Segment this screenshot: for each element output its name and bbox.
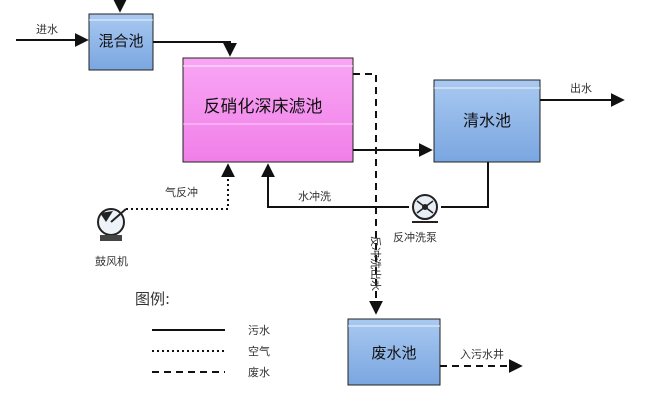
backwash-wastewater-label: 反冲洗出水 (369, 236, 383, 291)
clear-to-pump-line (441, 162, 489, 208)
blower-icon (97, 208, 127, 241)
backwash-pump-label: 反冲洗泵 (393, 230, 437, 244)
outlet-label: 出水 (570, 81, 592, 95)
waste-water-tank-label: 废水池 (371, 344, 416, 362)
filter-tank: 反硝化深床滤池 (182, 57, 354, 163)
air-backwash-line (126, 163, 235, 210)
water-backwash-label: 水冲洗 (298, 189, 331, 203)
blower-label: 鼓风机 (95, 254, 128, 268)
clear-water-tank: 清水池 (433, 79, 541, 163)
legend-title: 图例: (135, 290, 170, 308)
legend: 图例: 污水 空气 废水 (135, 290, 270, 379)
legend-item-waste: 废水 (248, 365, 270, 379)
legend-item-sewage: 污水 (248, 324, 270, 337)
mix-tank-label: 混合池 (98, 32, 143, 50)
to-sewer-label: 入污水井 (460, 347, 504, 361)
water-backwash-arrow (261, 163, 409, 208)
waste-water-tank: 废水池 (347, 318, 441, 386)
mix-to-filter-arrow (153, 41, 237, 57)
backwash-wastewater-line (353, 73, 383, 315)
inlet-label: 进水 (36, 23, 58, 36)
legend-item-air: 空气 (248, 344, 270, 358)
sewage-lines (16, 0, 625, 208)
mix-tank: 混合池 (88, 13, 154, 71)
clear-water-tank-label: 清水池 (463, 111, 511, 130)
filter-tank-label: 反硝化深床滤池 (204, 97, 323, 117)
backwash-pump-icon (412, 194, 438, 223)
air-backwash-label: 气反冲 (165, 185, 198, 199)
